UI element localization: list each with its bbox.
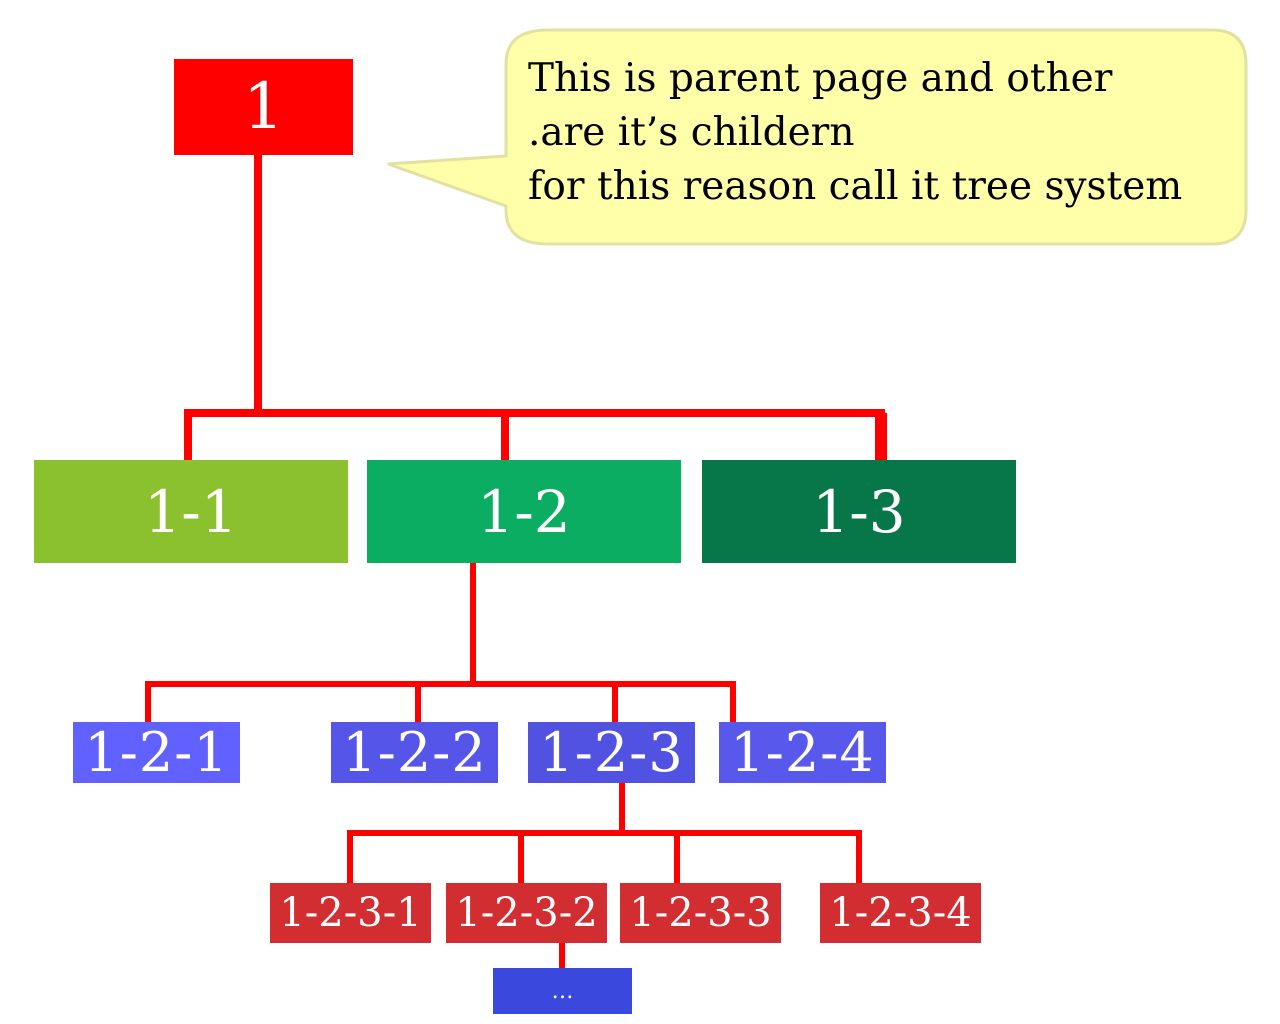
callout-line: .are it’s childern — [528, 110, 855, 155]
node-1-2-3-2: 1-2-3-2 — [446, 883, 607, 943]
node-1-2-3-4: 1-2-3-4 — [820, 883, 981, 943]
node-1-2: 1-2 — [367, 460, 681, 563]
node-1: 1 — [174, 59, 353, 155]
node-1-3: 1-3 — [702, 460, 1016, 563]
node-1-2-4: 1-2-4 — [719, 721, 886, 784]
callout-line: for this reason call it tree system — [528, 164, 1183, 209]
node-1-1: 1-1 — [34, 460, 348, 563]
node-more-ellipsis: … — [493, 968, 632, 1014]
node-1-2-3-1: 1-2-3-1 — [270, 883, 431, 943]
node-1-2-3-3: 1-2-3-3 — [620, 883, 781, 943]
callout-line: This is parent page and other — [528, 56, 1113, 101]
callout-text: This is parent page and other .are it’s … — [528, 52, 1228, 214]
node-1-2-3: 1-2-3 — [528, 721, 695, 784]
node-1-2-2: 1-2-2 — [331, 721, 498, 784]
node-1-2-1: 1-2-1 — [73, 721, 240, 784]
callout-bubble — [387, 28, 1248, 246]
